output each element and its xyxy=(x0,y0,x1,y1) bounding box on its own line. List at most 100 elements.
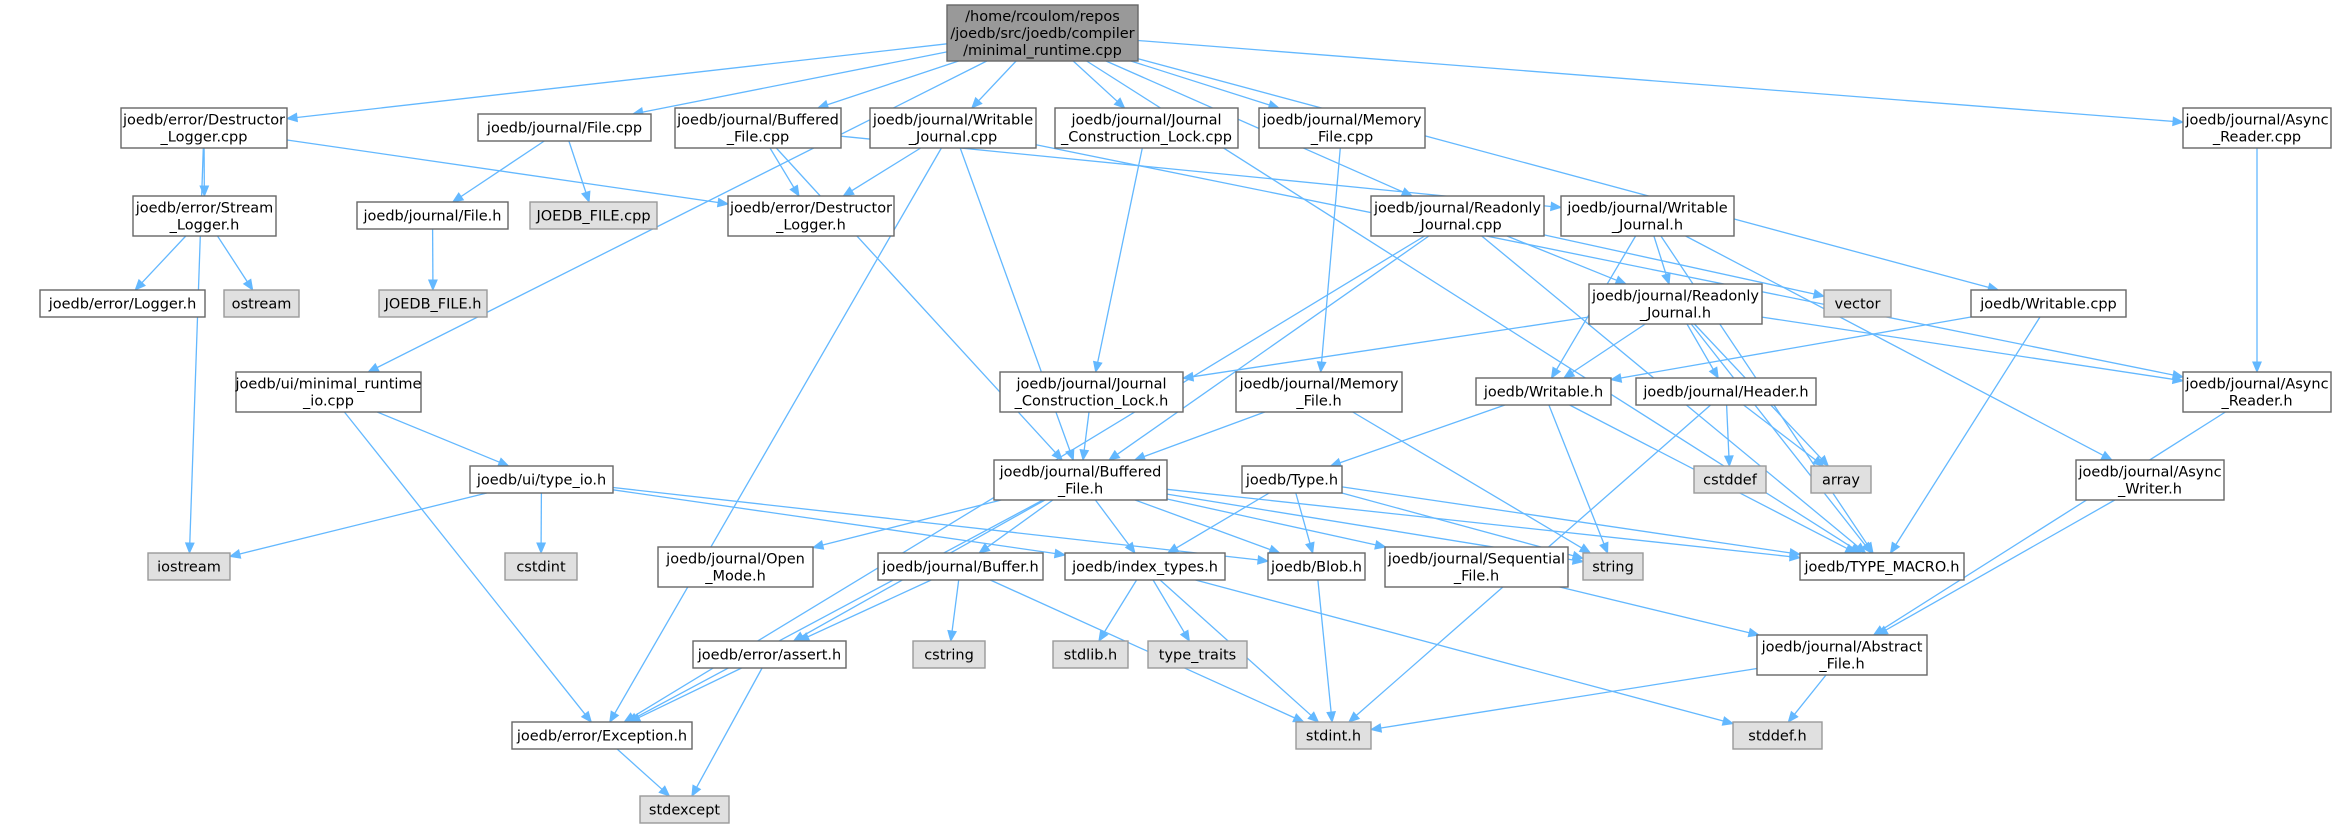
edge-line xyxy=(1130,60,1270,106)
edge-header_h-to-array xyxy=(1743,404,1825,467)
node-journal_construction_lock_h[interactable]: joedb/journal/Journal_Construction_Lock.… xyxy=(999,371,1184,413)
node-label: joedb/journal/Buffer.h xyxy=(881,559,1038,575)
node-async_reader_cpp[interactable]: joedb/journal/Async_Reader.cpp xyxy=(2182,107,2332,149)
edge-arrowhead xyxy=(1113,97,1126,109)
edge-root-to-journal_construction_lock_cpp xyxy=(1072,60,1126,109)
node-box xyxy=(1267,552,1366,581)
edge-arrowhead xyxy=(842,186,855,197)
node-memory_file_h[interactable]: joedb/journal/Memory_File.h xyxy=(1235,371,1403,413)
edge-index_types_h-to-stdlib_h xyxy=(1098,579,1138,643)
edge-type_io_h-to-blob_h xyxy=(612,486,1270,565)
edge-stream_logger_h-to-logger_h xyxy=(134,235,187,291)
node-label: joedb/journal/Open xyxy=(665,551,805,567)
node-type_macro_h[interactable]: joedb/TYPE_MACRO.h xyxy=(1799,552,1965,581)
node-minimal_runtime_io_cpp[interactable]: joedb/ui/minimal_runtime_io.cpp xyxy=(235,371,422,413)
node-type_io_h[interactable]: joedb/ui/type_io.h xyxy=(469,465,614,494)
edge-line xyxy=(851,147,922,192)
node-array: array xyxy=(1810,465,1872,494)
node-label: stdexcept xyxy=(649,802,721,818)
node-label: joedb/journal/Abstract xyxy=(1761,639,1923,655)
node-label: joedb/Type.h xyxy=(1245,472,1338,488)
node-abstract_file_h[interactable]: joedb/journal/Abstract_File.h xyxy=(1756,634,1928,676)
node-file_cpp[interactable]: joedb/journal/File.cpp xyxy=(477,113,652,142)
node-box xyxy=(504,552,578,581)
node-cstddef: cstddef xyxy=(1693,465,1767,494)
node-memory_file_cpp[interactable]: joedb/journal/Memory_File.cpp xyxy=(1258,107,1426,149)
edge-line xyxy=(1685,235,2104,456)
edge-line xyxy=(1548,404,1605,544)
node-journal_construction_lock_cpp[interactable]: joedb/journal/Journal_Construction_Lock.… xyxy=(1054,107,1239,149)
node-buffer_h[interactable]: joedb/journal/Buffer.h xyxy=(877,552,1044,581)
node-open_mode_h[interactable]: joedb/journal/Open_Mode.h xyxy=(657,546,814,588)
node-blob_h[interactable]: joedb/Blob.h xyxy=(1267,552,1366,581)
node-box xyxy=(1635,377,1817,406)
node-box xyxy=(1799,552,1965,581)
node-readonly_journal_cpp[interactable]: joedb/journal/Readonly_Journal.cpp xyxy=(1370,195,1545,237)
edge-line xyxy=(1320,147,1341,363)
node-destructor_logger_cpp[interactable]: joedb/error/Destructor_Logger.cpp xyxy=(120,107,288,149)
edge-arrowhead xyxy=(1305,541,1315,555)
node-writable_journal_h[interactable]: joedb/journal/Writable_Journal.h xyxy=(1560,195,1735,237)
edge-arrowhead xyxy=(1181,371,1195,382)
node-file_h[interactable]: joedb/journal/File.h xyxy=(356,201,509,230)
edge-journal_construction_lock_cpp-to-journal_construction_lock_h xyxy=(1092,147,1143,374)
node-label: string xyxy=(1592,559,1634,575)
edge-type_h-to-type_macro_h xyxy=(1341,486,1802,558)
node-writable_h[interactable]: joedb/Writable.h xyxy=(1475,377,1612,406)
node-stream_logger_h[interactable]: joedb/error/Stream_Logger.h xyxy=(132,195,277,237)
edge-line xyxy=(642,51,948,113)
node-destructor_logger_h[interactable]: joedb/error/Destructor_Logger.h xyxy=(727,195,895,237)
edge-line xyxy=(1506,235,1617,281)
node-assert_h[interactable]: joedb/error/assert.h xyxy=(692,640,847,669)
node-sequential_file_h[interactable]: joedb/journal/Sequential_File.h xyxy=(1384,546,1569,588)
edge-line xyxy=(216,235,248,282)
edge-arrowhead xyxy=(581,190,591,204)
node-async_writer_h[interactable]: joedb/journal/Async_Writer.h xyxy=(2075,459,2225,501)
node-label: joedb/error/assert.h xyxy=(697,647,841,663)
node-writable_journal_cpp[interactable]: joedb/journal/Writable_Journal.cpp xyxy=(869,107,1037,149)
edge-arrowhead xyxy=(536,542,547,555)
edge-line xyxy=(1195,579,1724,722)
node-header_h[interactable]: joedb/journal/Header.h xyxy=(1635,377,1817,406)
node-type_h[interactable]: joedb/Type.h xyxy=(1241,465,1343,494)
node-cstdint: cstdint xyxy=(504,552,578,581)
node-box xyxy=(912,640,986,669)
edge-line xyxy=(1341,486,1791,554)
node-label: cstring xyxy=(924,647,974,663)
edge-line xyxy=(1881,411,2226,631)
node-box xyxy=(378,289,488,318)
node-exception_h[interactable]: joedb/error/Exception.h xyxy=(511,721,693,750)
node-label: joedb/Writable.h xyxy=(1483,384,1603,400)
edge-line xyxy=(1072,60,1118,102)
edge-line xyxy=(986,499,1054,548)
edge-line xyxy=(1341,492,1574,557)
node-readonly_journal_h[interactable]: joedb/journal/Readonly_Journal.h xyxy=(1588,283,1763,325)
edge-arrowhead xyxy=(1257,554,1270,565)
node-root[interactable]: /home/rcoulom/repos/joedb/src/joedb/comp… xyxy=(946,4,1139,62)
node-index_types_h[interactable]: joedb/index_types.h xyxy=(1064,552,1226,581)
edge-line xyxy=(1035,144,2174,376)
node-logger_h[interactable]: joedb/error/Logger.h xyxy=(39,289,206,318)
node-writable_cpp[interactable]: joedb/Writable.cpp xyxy=(1970,289,2127,318)
edge-root-to-buffered_file_cpp xyxy=(816,60,959,110)
edge-blob_h-to-stdint_h xyxy=(1317,579,1337,724)
edge-arrowhead xyxy=(1326,711,1337,724)
edge-arrowhead xyxy=(970,96,983,109)
node-label: joedb/journal/Async xyxy=(2184,112,2328,128)
node-box xyxy=(1054,107,1239,149)
node-async_reader_h[interactable]: joedb/journal/Async_Reader.h xyxy=(2182,371,2332,413)
node-box xyxy=(657,546,814,588)
edge-arrowhead xyxy=(1571,550,1585,561)
node-stdint_h: stdint.h xyxy=(1295,721,1372,750)
edge-type_h-to-index_types_h xyxy=(1166,492,1270,554)
node-buffered_file_h[interactable]: joedb/journal/Buffered_File.h xyxy=(993,459,1168,501)
edge-arrowhead xyxy=(285,112,298,123)
node-buffered_file_cpp[interactable]: joedb/journal/Buffered_File.cpp xyxy=(674,107,842,149)
edge-line xyxy=(1105,60,1404,193)
edge-buffer_h-to-assert_h xyxy=(797,579,932,642)
node-label: stdint.h xyxy=(1306,728,1361,744)
edge-arrowhead xyxy=(1550,366,1562,380)
node-label: /joedb/src/joedb/compiler xyxy=(950,26,1134,42)
edge-line xyxy=(1166,488,1791,558)
